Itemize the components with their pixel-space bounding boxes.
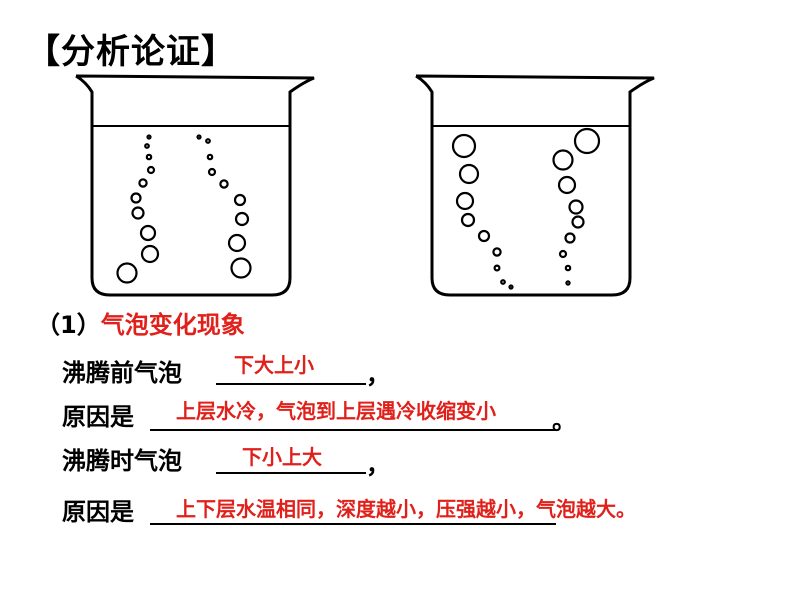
bubble [493, 264, 501, 272]
bubble [565, 280, 571, 286]
row-punctuation: ， [366, 451, 390, 479]
bubble [557, 175, 577, 195]
bubble [571, 215, 585, 229]
bubble [508, 284, 514, 290]
bubble [227, 233, 247, 253]
bubble [206, 153, 214, 161]
answer-blank [216, 472, 366, 474]
bubble [234, 211, 250, 227]
answer-text: 上下层水温相同，深度越小，压强越小，气泡越大。 [176, 497, 636, 521]
bubble [564, 232, 576, 244]
bubble [146, 165, 156, 175]
beaker-during-boiling [415, 74, 655, 297]
bubble [233, 193, 247, 207]
bubble [455, 191, 475, 211]
beaker-left-outline [75, 74, 315, 297]
bubble [116, 262, 138, 284]
section-heading: （1）气泡变化现象 [36, 310, 245, 340]
bubble [564, 264, 572, 272]
bubble [145, 153, 153, 161]
answer-text: 上层水冷，气泡到上层遇冷收缩变小 [176, 399, 496, 423]
bubble [492, 247, 502, 257]
bubble [500, 279, 506, 285]
row-label: 原因是 [62, 403, 134, 431]
section-title: 气泡变化现象 [100, 311, 245, 339]
beaker-before-boiling [75, 74, 315, 297]
answer-blank [150, 523, 556, 525]
bubble [458, 163, 480, 185]
bubble [130, 192, 142, 204]
section-number: （1） [36, 311, 101, 339]
row-label: 沸腾前气泡 [62, 359, 182, 387]
bubbles-before-boiling [116, 134, 252, 284]
bubble [230, 257, 252, 279]
bubbles-during-boiling [451, 127, 601, 290]
bubble [144, 143, 150, 149]
answer-text: 下大上小 [234, 353, 314, 377]
bubble [477, 229, 491, 243]
bubble [568, 199, 584, 215]
beaker-illustrations [75, 74, 655, 297]
bubble [207, 167, 217, 177]
bubble [140, 244, 160, 264]
bubble [451, 133, 477, 159]
bubble [573, 127, 601, 155]
bubble [196, 134, 202, 140]
row-label: 沸腾时气泡 [62, 447, 182, 475]
bubble [146, 134, 152, 140]
page-title: 【分析论证】 [26, 32, 236, 72]
bubble [552, 149, 574, 171]
row-punctuation: ， [366, 361, 390, 389]
bubble [219, 179, 229, 189]
bubble [131, 206, 145, 220]
bubble [139, 224, 157, 242]
answer-blank [216, 383, 366, 385]
answer-text: 下小上大 [242, 445, 322, 469]
beaker-right-outline [415, 74, 655, 297]
bubble [138, 178, 148, 188]
answer-blank [150, 429, 556, 431]
bubble [558, 249, 568, 259]
row-punctuation: 。 [552, 407, 576, 435]
bubble [205, 138, 211, 144]
row-label: 原因是 [62, 498, 134, 526]
bubble [460, 212, 476, 228]
